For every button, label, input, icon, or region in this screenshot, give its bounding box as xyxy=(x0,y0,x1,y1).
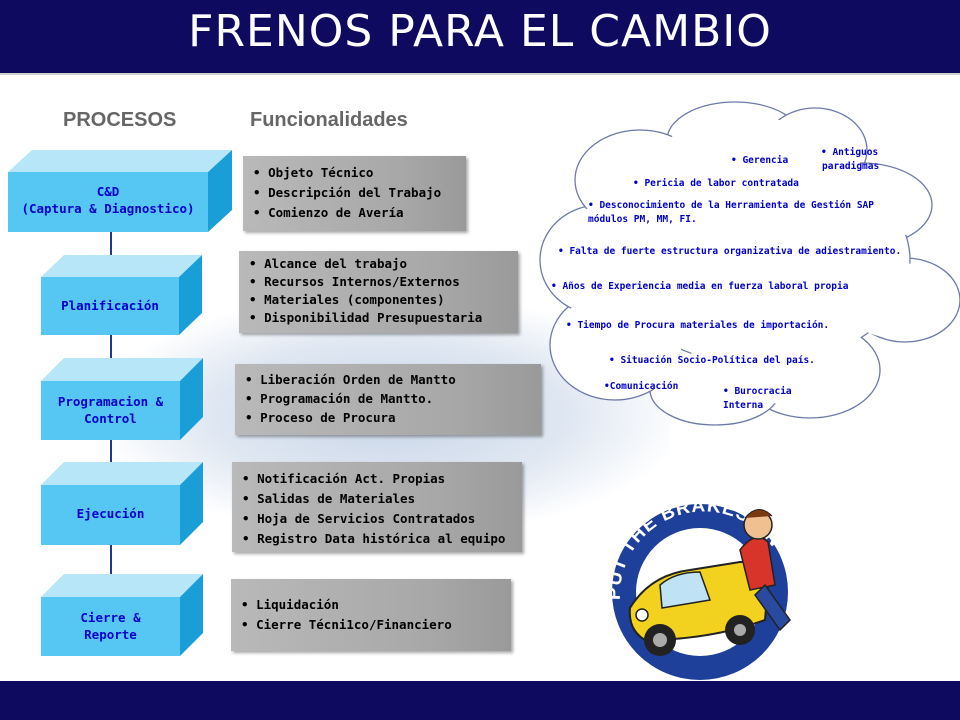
process-label-line: Cierre & xyxy=(80,610,141,625)
process-label-cd: C&D (Captura & Diagnostico) xyxy=(8,183,208,217)
process-box-programacion xyxy=(41,358,203,440)
process-label-line: Programacion & xyxy=(57,394,164,409)
cloud-item-anos: • Años de Experiencia media en fuerza la… xyxy=(551,281,849,292)
process-box-cierre xyxy=(41,574,203,656)
func-item: Comienzo de Avería xyxy=(253,203,466,223)
cloud-item-desconocimiento: • Desconocimiento de la Herramienta de G… xyxy=(588,200,874,211)
func-item: Objeto Técnico xyxy=(253,163,466,183)
func-item: Recursos Internos/Externos xyxy=(249,273,518,291)
title-bar: FRENOS PARA EL CAMBIO xyxy=(0,0,960,75)
brakes-logo-graphic: PUT THE BRAKES ON FATALITIES xyxy=(604,495,815,680)
func-box-planificacion: Alcance del trabajo Recursos Internos/Ex… xyxy=(239,251,518,333)
cloud-item-gerencia: • Gerencia xyxy=(731,155,789,166)
process-label-programacion: Programacion & Control xyxy=(41,393,180,427)
func-item: Liberación Orden de Mantto xyxy=(245,370,541,389)
driver-icon xyxy=(739,509,791,632)
heading-funcionalidades: Funcionalidades xyxy=(250,109,408,131)
func-box-ejecucion: Notificación Act. Propias Salidas de Mat… xyxy=(232,462,522,552)
bottom-bar xyxy=(0,681,960,720)
process-label-planificacion: Planificación xyxy=(41,297,179,314)
brakes-logo: PUT THE BRAKES ON FATALITIES xyxy=(590,490,860,680)
page-title: FRENOS PARA EL CAMBIO xyxy=(188,6,772,57)
func-box-cierre: Liquidación Cierre Técni1co/Financiero xyxy=(231,579,511,651)
func-list: Alcance del trabajo Recursos Internos/Ex… xyxy=(239,255,518,327)
cloud-item-antiguos: • Antiguos xyxy=(821,147,879,158)
cloud-item-pericia: • Pericia de labor contratada xyxy=(633,178,799,189)
func-item: Disponibilidad Presupuestaria xyxy=(249,309,518,327)
func-item: Descripción del Trabajo xyxy=(253,183,466,203)
func-list: Liberación Orden de Mantto Programación … xyxy=(235,370,541,427)
func-list: Notificación Act. Propias Salidas de Mat… xyxy=(232,469,522,549)
car-icon xyxy=(628,560,770,656)
func-item: Notificación Act. Propias xyxy=(242,469,522,489)
process-label-cierre: Cierre & Reporte xyxy=(41,609,180,643)
cloud-item-antiguos-2: paradigmas xyxy=(822,161,880,172)
process-label-line: Reporte xyxy=(84,627,137,642)
func-item: Cierre Técni1co/Financiero xyxy=(241,615,511,635)
func-box-cd: Objeto Técnico Descripción del Trabajo C… xyxy=(243,156,466,231)
func-item: Registro Data histórica al equipo xyxy=(242,529,522,549)
func-item: Liquidación xyxy=(241,595,511,615)
process-label-line: Planificación xyxy=(61,298,159,313)
func-item: Hoja de Servicios Contratados xyxy=(242,509,522,529)
func-list: Objeto Técnico Descripción del Trabajo C… xyxy=(243,163,466,223)
process-label-line: (Captura & Diagnostico) xyxy=(21,201,195,216)
cloud-item-burocracia: • Burocracia xyxy=(723,386,792,397)
cloud-item-burocracia-2: Interna xyxy=(723,400,764,411)
process-label-line: Ejecución xyxy=(76,506,145,521)
func-list: Liquidación Cierre Técni1co/Financiero xyxy=(231,595,511,635)
func-item: Proceso de Procura xyxy=(245,408,541,427)
process-label-line: C&D xyxy=(96,184,120,199)
heading-procesos: PROCESOS xyxy=(63,109,177,131)
process-box-ejecucion xyxy=(41,462,203,545)
func-item: Salidas de Materiales xyxy=(242,489,522,509)
cloud-item-desconocimiento-2: módulos PM, MM, FI. xyxy=(588,214,697,225)
func-item: Programación de Mantto. xyxy=(245,389,541,408)
process-label-line: Control xyxy=(84,411,137,426)
cloud-item-situacion: • Situación Socio-Política del país. xyxy=(609,355,815,366)
process-label-ejecucion: Ejecución xyxy=(41,505,180,522)
func-item: Alcance del trabajo xyxy=(249,255,518,273)
cloud-item-tiempo: • Tiempo de Procura materiales de import… xyxy=(566,320,830,331)
process-box-planificacion xyxy=(41,255,202,335)
func-item: Materiales (componentes) xyxy=(249,291,518,309)
cloud-item-falta: • Falta de fuerte estructura organizativ… xyxy=(558,246,902,257)
cloud-item-comunicacion: •Comunicación xyxy=(604,381,679,392)
func-box-programacion: Liberación Orden de Mantto Programación … xyxy=(235,364,541,435)
process-box-cd xyxy=(8,150,232,232)
